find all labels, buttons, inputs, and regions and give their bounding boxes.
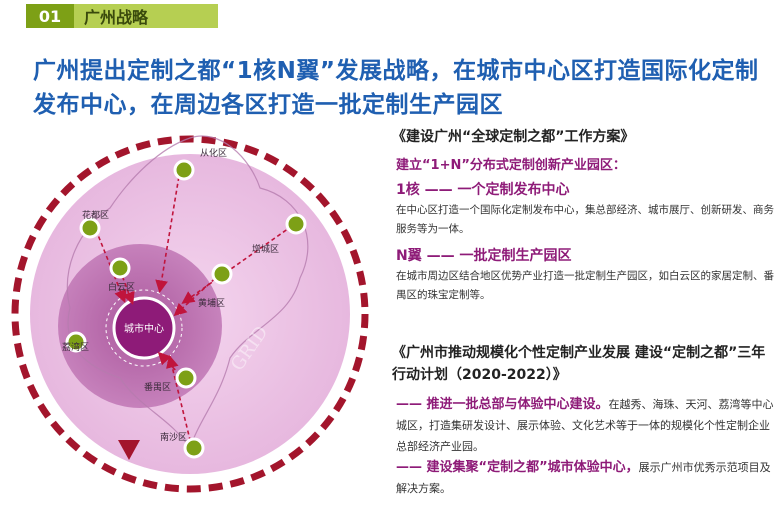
plan1-subtitle: 建立“1+N”分布式定制创新产业园区： [396, 158, 626, 173]
label-huangpu: 黄埔区 [198, 297, 225, 309]
label-conghua: 从化区 [200, 147, 227, 159]
node-liwan [65, 331, 87, 353]
label-zengcheng: 增城区 [252, 243, 279, 255]
wing-text: 在城市周边区结合地区优势产业打造一批定制生产园区，如白云区的家居定制、番禺区的珠… [396, 270, 774, 301]
item2-em: —— 建设集聚“定制之都”城市体验中心， [396, 460, 639, 475]
plan2-title: 《广州市推动规模化个性定制产业发展 建设“定制之都”三年行动计划（2020-20… [392, 345, 766, 383]
node-huadu [79, 217, 101, 239]
node-baiyun [109, 257, 131, 279]
plan1-title: 《建设广州“全球定制之都”工作方案》 [392, 129, 635, 145]
item1-text: 在越秀、海珠、天河、荔湾等中心城区，打造集研发设计、展示体验、文化艺术等于一体的… [396, 398, 774, 453]
item1-em: —— 推进一批总部与体验中心建设。 [396, 397, 609, 412]
plan1-panel: 《建设广州“全球定制之都”工作方案》 建立“1+N”分布式定制创新产业园区： 1… [392, 126, 777, 305]
node-nansha [183, 437, 205, 459]
ring-arrow [118, 440, 140, 460]
node-conghua [173, 159, 195, 181]
plan2-item2: —— 建设集聚“定制之都”城市体验中心，展示广州市优秀示范项目及解决方案。 [396, 457, 776, 499]
label-nansha: 南沙区 [160, 431, 187, 443]
section-number: 01 [26, 4, 74, 28]
city-center-glow [112, 296, 176, 360]
wing-label: N翼 —— 一批定制生产园区 [396, 248, 572, 264]
strategy-map: 城市中心 从化区 花都区 增城区 白云区 黄埔区 荔湾区 番禺区 南沙区 GRI… [11, 135, 369, 493]
node-huangpu [211, 263, 233, 285]
label-baiyun: 白云区 [108, 281, 135, 293]
headline: 广州提出定制之都“1核N翼”发展战略，在城市中心区打造国际化定制发布中心，在周边… [33, 58, 759, 118]
label-liwan: 荔湾区 [62, 341, 89, 353]
city-center-label: 城市中心 [124, 322, 164, 335]
outer-ring [11, 135, 369, 493]
section-tag: 01 广州战略 [26, 4, 218, 28]
label-panyu: 番禺区 [144, 381, 171, 393]
label-huadu: 花都区 [82, 209, 109, 221]
plan2-items: —— 推进一批总部与体验中心建设。在越秀、海珠、天河、荔湾等中心城区，打造集研发… [396, 394, 776, 499]
core-text: 在中心区打造一个国际化定制发布中心，集总部经济、城市展厅、创新研发、商务服务等为… [396, 204, 774, 235]
plan2-item1: —— 推进一批总部与体验中心建设。在越秀、海珠、天河、荔湾等中心城区，打造集研发… [396, 394, 776, 457]
node-zengcheng [285, 213, 307, 235]
core-label: 1核 —— 一个定制发布中心 [396, 182, 570, 198]
section-title: 广州战略 [74, 4, 218, 28]
item2-text: 展示广州市优秀示范项目及解决方案。 [396, 461, 771, 495]
node-panyu [175, 367, 197, 389]
district-nodes [65, 159, 307, 459]
